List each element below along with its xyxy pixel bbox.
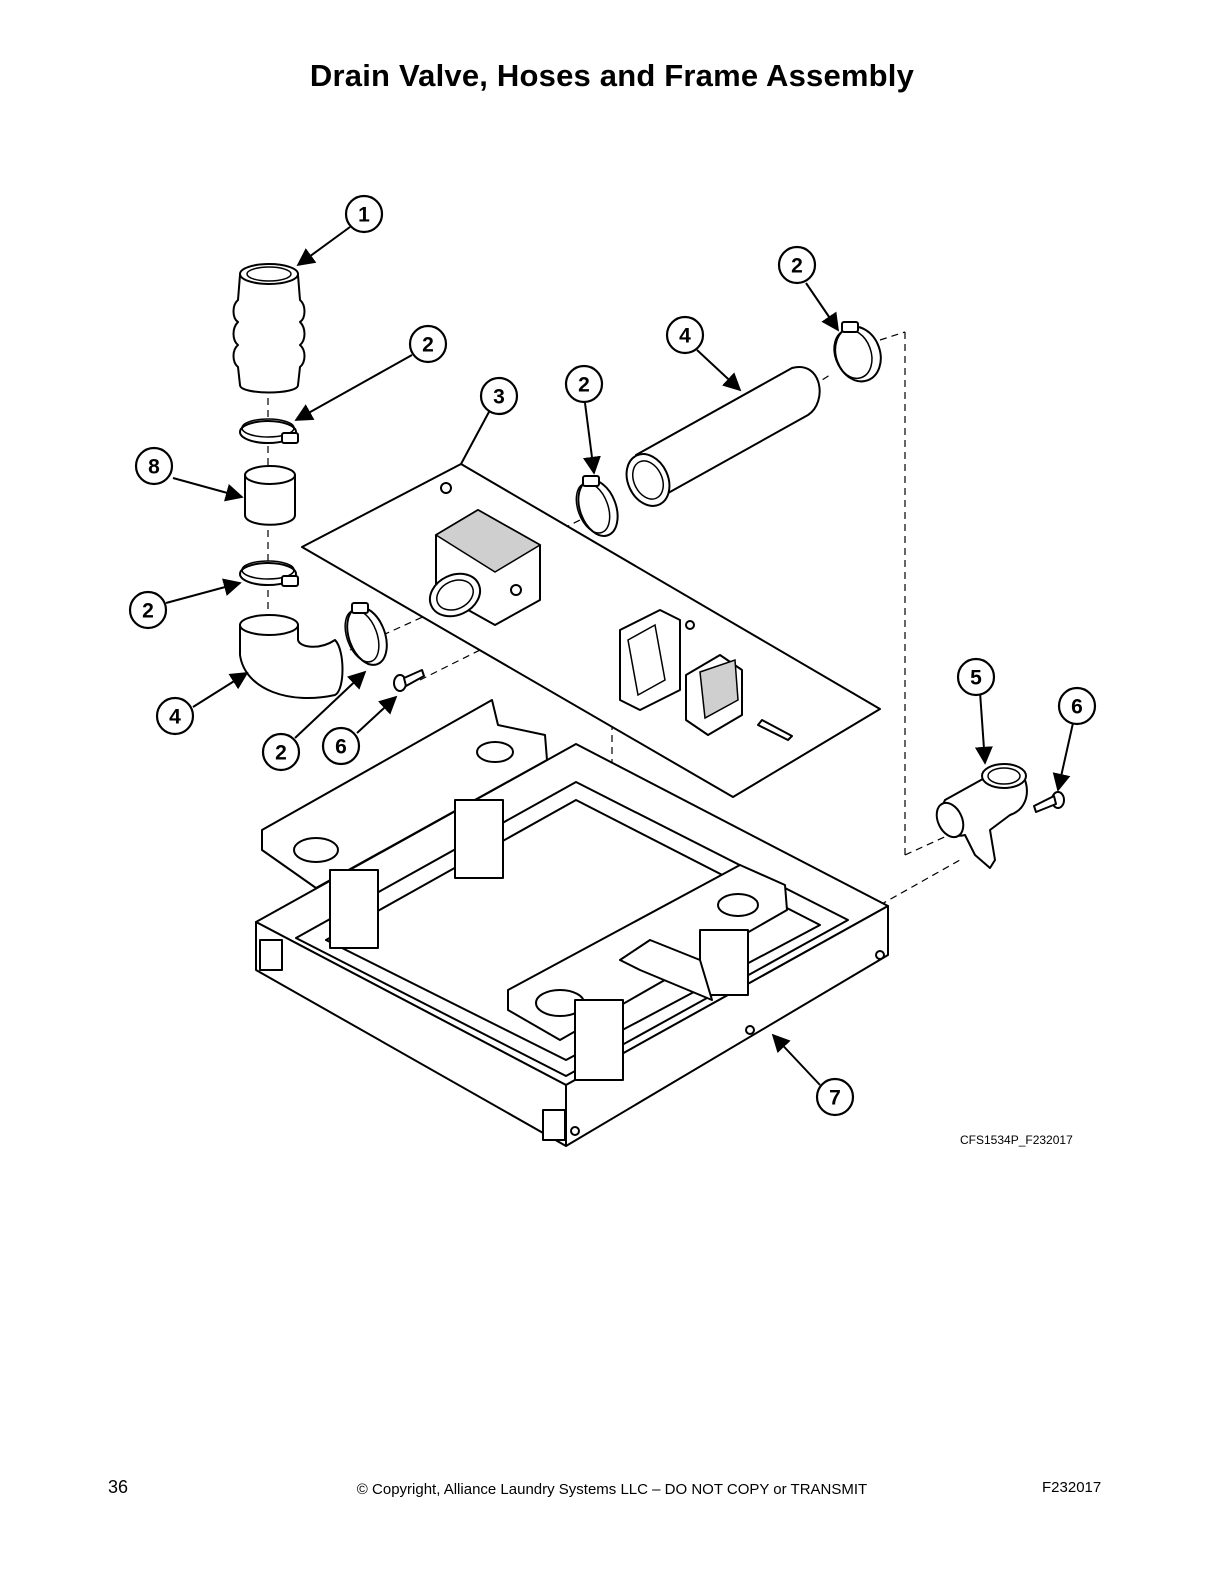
part-base-frame [255, 699, 889, 1147]
callout-item-5: 5 [956, 657, 996, 697]
part-straight-hose [625, 366, 821, 507]
page-title: Drain Valve, Hoses and Frame Assembly [309, 58, 915, 93]
svg-text:2: 2 [142, 600, 154, 623]
svg-text:2: 2 [578, 374, 590, 397]
callout-item-1: 1 [344, 194, 384, 234]
callout-item-7: 7 [815, 1077, 855, 1117]
part-screw-left [393, 669, 425, 692]
leader-lines [165, 226, 1074, 1086]
part-clamp-upper-left [239, 418, 299, 444]
callout-item-3: 3 [479, 376, 519, 416]
part-elbow-hose [239, 614, 344, 699]
part-clamp-upper-right [833, 321, 882, 383]
callout-item-2-bottom: 2 [261, 732, 301, 772]
callout-item-4-top: 4 [665, 315, 705, 355]
callout-item-6-left: 6 [321, 726, 361, 766]
page-number: 36 [108, 1477, 129, 1497]
callout-item-2-top-left: 2 [408, 324, 448, 364]
part-clamp-middle-left [239, 560, 299, 587]
copyright-notice: © Copyright, Alliance Laundry Systems LL… [356, 1481, 868, 1498]
figure-code: CFS1534P_F232017 [960, 1133, 1073, 1147]
svg-text:1: 1 [358, 204, 370, 227]
svg-text:5: 5 [970, 667, 982, 690]
svg-text:8: 8 [148, 456, 160, 479]
part-drain-valve-assembly [301, 463, 881, 798]
callout-item-6-right: 6 [1057, 686, 1097, 726]
part-bellows-hose [232, 263, 306, 394]
svg-text:4: 4 [169, 706, 181, 729]
svg-text:2: 2 [275, 742, 287, 765]
part-screw-right [1033, 791, 1065, 813]
part-coupling-sleeve [244, 465, 296, 526]
document-code: F232017 [1042, 1479, 1102, 1496]
part-clamp-middle [575, 475, 619, 537]
svg-text:7: 7 [829, 1087, 841, 1110]
svg-text:4: 4 [679, 325, 691, 348]
callout-item-4-left: 4 [155, 696, 195, 736]
svg-text:6: 6 [1071, 696, 1083, 719]
part-tee-fitting [935, 763, 1028, 869]
svg-text:2: 2 [791, 255, 803, 278]
callout-item-2-middle: 2 [564, 364, 604, 404]
callout-item-2-left: 2 [128, 590, 168, 630]
callout-item-2-top-right: 2 [777, 245, 817, 285]
part-clamp-elbow [344, 602, 388, 666]
svg-text:2: 2 [422, 334, 434, 357]
callout-item-8: 8 [134, 446, 174, 486]
svg-text:6: 6 [335, 736, 347, 759]
svg-text:3: 3 [493, 386, 505, 409]
